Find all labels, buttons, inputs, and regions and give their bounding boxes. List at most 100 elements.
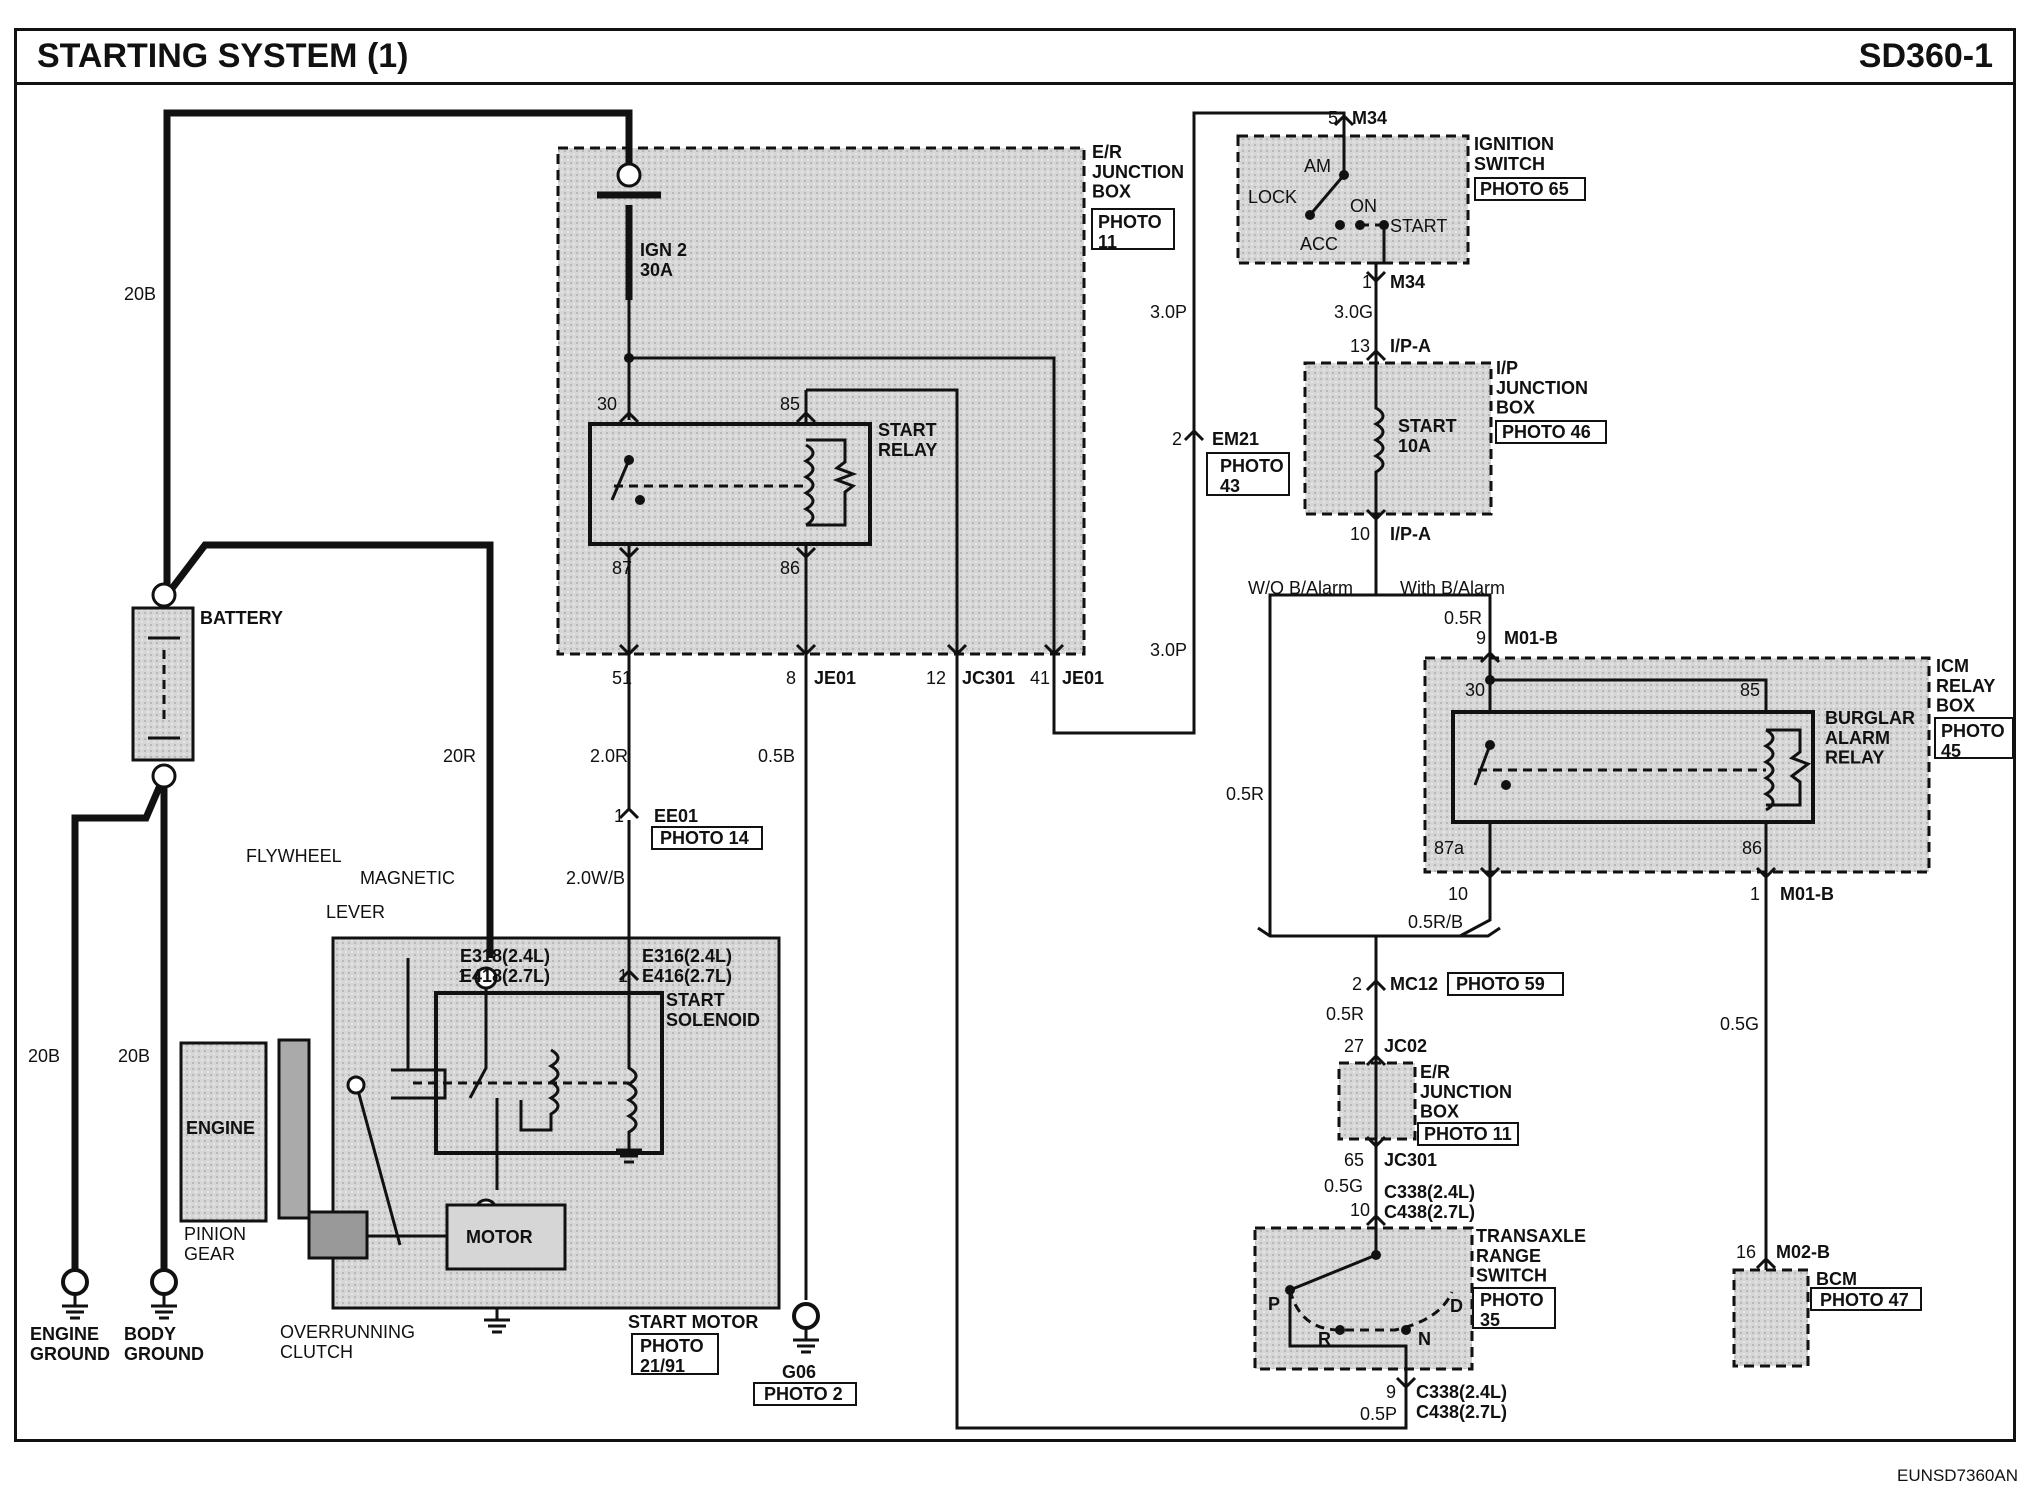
hold-coil [625, 958, 638, 1140]
m01b-86-pin: 1 [1750, 884, 1760, 904]
merge-bus [1257, 926, 1501, 938]
relay-resistor [806, 438, 858, 527]
bcm-box [1732, 1268, 1810, 1368]
relay30-bus [629, 356, 1056, 655]
ign-pos-acc: ACC [1300, 234, 1338, 254]
wire-jc301 [955, 655, 1408, 1430]
wire-20b-top-label: 20B [124, 284, 156, 304]
photo-box [1417, 1122, 1519, 1146]
ign-switch-photo: PHOTO 65 [1480, 179, 1569, 199]
burglar-alarm-relay [1451, 710, 1815, 824]
body-ground-icon [150, 1268, 178, 1296]
page-id: SD360-1 [1858, 37, 1993, 75]
g06-ground-symbol [793, 1328, 819, 1354]
bcm-photo: PHOTO 47 [1820, 1290, 1909, 1310]
title-bar: STARTING SYSTEM (1) SD360-1 [17, 31, 2013, 85]
c338-bot-pin: 9 [1386, 1382, 1396, 1402]
photo-box [753, 1382, 857, 1406]
tr-pos-p: P [1268, 1294, 1280, 1314]
jc301-name: JC301 [1384, 1150, 1437, 1170]
wire-0-5rb-label: 0.5R/B [1408, 912, 1463, 932]
c338-top-pin: 10 [1350, 1200, 1370, 1220]
photo-box [1495, 420, 1607, 444]
jc02-name: JC02 [1384, 1036, 1427, 1056]
ign-start-out [1376, 225, 1386, 265]
m34-top-name: M34 [1352, 108, 1387, 128]
icm-relay-contact [1485, 740, 1495, 750]
fuse-start-10a [1372, 363, 1385, 514]
er-junction-box [556, 146, 1086, 656]
lever-pivot [346, 1075, 366, 1095]
ign-pos-on: ON [1350, 196, 1377, 216]
wire-3-0g-label: 3.0G [1334, 302, 1373, 322]
ipa-bot-pin: 10 [1350, 524, 1370, 544]
je01-8-pin: 8 [786, 668, 796, 688]
battery-cable-20b [163, 109, 633, 595]
photo-box [1447, 972, 1564, 996]
start-relay [588, 422, 872, 546]
ign-contact-am [1339, 170, 1349, 180]
tr-pos-r: R [1318, 1329, 1331, 1349]
relay-pin-87: 87 [612, 558, 632, 578]
splice-dot [1485, 675, 1495, 685]
branch-with-alarm: With B/Alarm [1400, 578, 1505, 598]
wire-0-5g-tr-label: 0.5G [1324, 1176, 1363, 1196]
photo-box [1810, 1287, 1922, 1311]
ipa-top-pin: 13 [1350, 336, 1370, 356]
icm-relay-switch [1473, 744, 1492, 786]
jc301-12-pin: 12 [926, 668, 946, 688]
em21-pin: 2 [1172, 429, 1182, 449]
wire-0-5b-label: 0.5B [758, 746, 795, 766]
wire-3-0p-upper-label: 3.0P [1150, 302, 1187, 322]
wire-20b-engine-label: 20B [28, 1046, 60, 1066]
jc301-12-name: JC301 [962, 668, 1015, 688]
bcm-label: BCM [1816, 1269, 1857, 1289]
m02b-pin: 16 [1736, 1242, 1756, 1262]
m01b-87a-pin: 10 [1448, 884, 1468, 904]
tr-contact-n [1401, 1325, 1411, 1335]
lever-label: LEVER [326, 902, 385, 922]
c338-top-name: C338(2.4L)C438(2.7L) [1384, 1182, 1475, 1222]
page-title: STARTING SYSTEM (1) [37, 37, 409, 75]
photo-box [651, 826, 763, 850]
relay-pin-85: 85 [780, 394, 800, 414]
magnetic-core [391, 1068, 447, 1100]
jc301-pin: 65 [1344, 1150, 1364, 1170]
solenoid-contact [468, 988, 488, 1099]
icm-relay-contact [1501, 780, 1511, 790]
photo-box [1091, 208, 1175, 250]
battery-neg-terminal [151, 763, 177, 789]
ip-jb-photo: PHOTO 46 [1502, 422, 1591, 442]
ipa-top-name: I/P-A [1390, 336, 1431, 356]
c338-bot-name: C338(2.4L)C438(2.7L) [1416, 1382, 1507, 1422]
wire-3-0p-lower-label: 3.0P [1150, 640, 1187, 660]
m34-top-pin: 5 [1328, 108, 1338, 128]
relay-coil [802, 443, 815, 527]
g06-ground-icon [792, 1302, 820, 1330]
e318-pin: 1 [458, 966, 468, 986]
icm-relay-coil [1762, 728, 1775, 812]
er-jb2-photo: PHOTO 11 [1424, 1124, 1512, 1144]
er-pin-51: 51 [612, 668, 632, 688]
engine-ground-symbol [62, 1294, 88, 1320]
icm-pin-85: 85 [1740, 680, 1760, 700]
photo-box [1206, 452, 1290, 496]
ip-junction-box [1303, 361, 1493, 516]
ign-pos-lock: LOCK [1248, 187, 1297, 207]
solenoid-ground-icon [616, 1148, 642, 1164]
start-motor-label: START MOTOR [628, 1312, 758, 1332]
battery-ground-cable [71, 774, 168, 1270]
icm-pin-30: 30 [1465, 680, 1485, 700]
g06-photo: PHOTO 2 [764, 1384, 843, 1404]
je01-8-name: JE01 [814, 668, 856, 688]
